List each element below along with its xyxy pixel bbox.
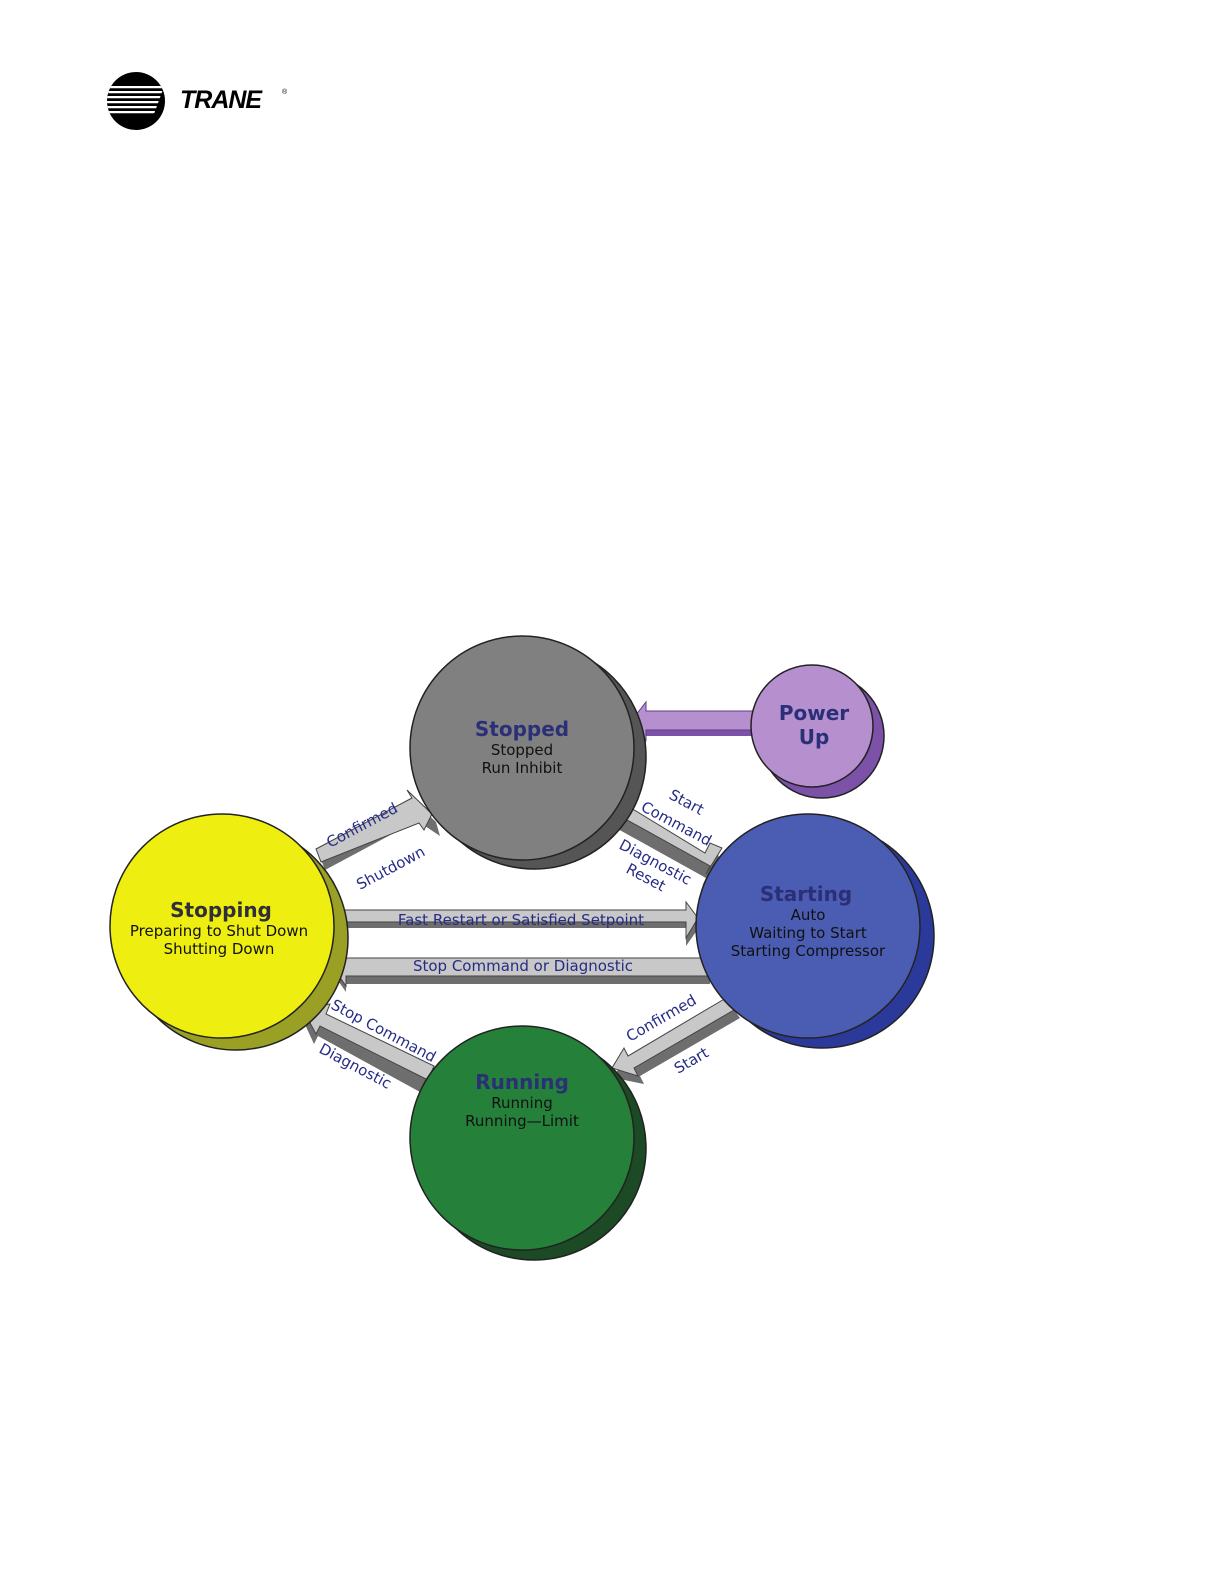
label-stop-command-or-diagnostic: Stop Command or Diagnostic: [413, 957, 633, 975]
state-starting-line-2: Waiting to Start: [749, 924, 867, 942]
state-starting-title: Starting: [760, 882, 852, 906]
arrow-stopping-to-stopped: [315, 789, 440, 870]
state-running: Running Running Running—Limit: [409, 1025, 647, 1261]
trane-logo: TRANE ®: [107, 72, 288, 130]
state-stopping-title: Stopping: [170, 898, 272, 922]
state-power-up-title-1: Power: [779, 701, 849, 725]
state-stopped: Stopped Stopped Run Inhibit: [409, 635, 647, 870]
arrow-powerup-to-stopped: [631, 700, 759, 749]
arrow-stopping-to-starting: [335, 900, 700, 946]
state-stopped-line-1: Stopped: [491, 741, 553, 759]
state-power-up: Power Up: [750, 664, 885, 799]
state-power-up-title-2: Up: [799, 725, 830, 749]
state-stopping-line-1: Preparing to Shut Down: [130, 922, 308, 940]
label-shutdown: Shutdown: [353, 842, 428, 893]
state-stopping: Stopping Preparing to Shut Down Shutting…: [109, 813, 349, 1051]
state-starting: Starting Auto Waiting to Start Starting …: [695, 813, 935, 1049]
state-running-line-1: Running: [491, 1094, 552, 1112]
state-starting-line-1: Auto: [791, 906, 826, 924]
trane-logo-wordmark: TRANE: [180, 86, 263, 114]
arrow-stopped-to-starting: [616, 804, 723, 886]
state-stopped-title: Stopped: [475, 717, 569, 741]
trane-logo-mark: [107, 72, 165, 130]
state-stopping-line-2: Shutting Down: [164, 940, 275, 958]
arrow-starting-to-running: [611, 997, 740, 1084]
state-running-line-2: Running—Limit: [465, 1112, 579, 1130]
state-starting-line-3: Starting Compressor: [731, 942, 886, 960]
state-stopped-line-2: Run Inhibit: [482, 759, 563, 777]
svg-text:®: ®: [282, 88, 288, 96]
label-fast-restart: Fast Restart or Satisfied Setpoint: [398, 911, 644, 929]
state-running-title: Running: [475, 1070, 569, 1094]
